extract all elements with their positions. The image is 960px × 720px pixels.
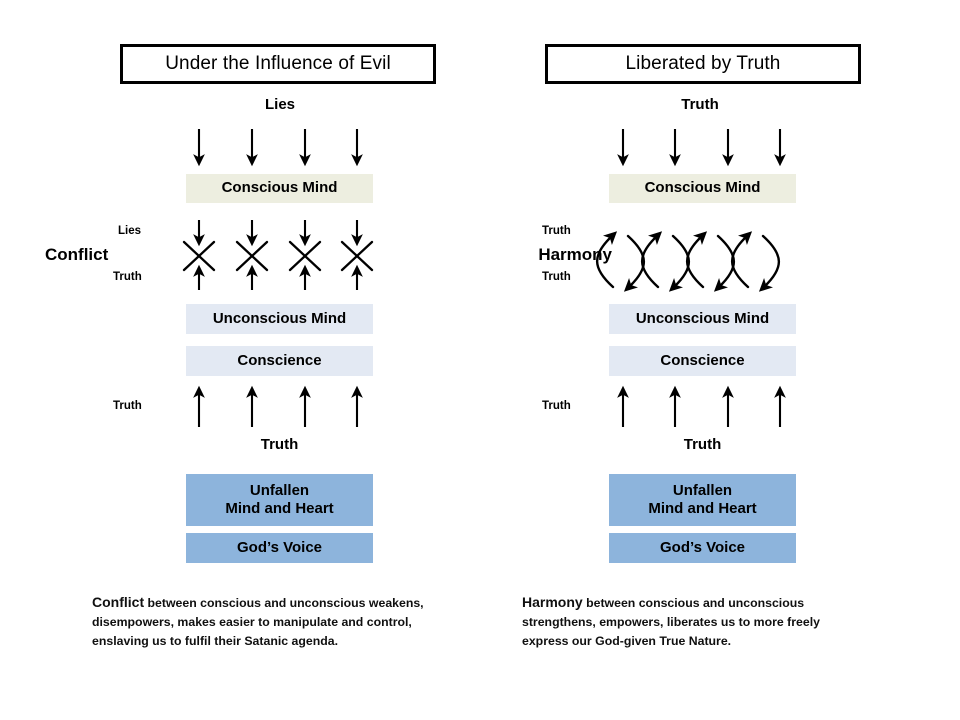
side-label-conflict: Conflict — [45, 245, 109, 264]
box-unconscious-mind-right: Unconscious Mind — [609, 304, 796, 334]
center-word-truth-left: Truth — [260, 436, 299, 453]
source-word-left: Lies — [264, 96, 295, 113]
side-label-harmony: Harmony — [538, 245, 612, 264]
mini-label-truth-lower-left: Truth — [113, 400, 142, 412]
caption-rest-right: between conscious and unconscious streng… — [522, 596, 820, 648]
box-unconscious-mind-left: Unconscious Mind — [186, 304, 373, 334]
center-word-truth-right: Truth — [683, 436, 722, 453]
unfallen-line2: Mind and Heart — [648, 500, 757, 517]
mini-label-lower-left: Truth — [113, 271, 142, 283]
unfallen-line2: Mind and Heart — [225, 500, 334, 517]
panel-title-right: Liberated by Truth — [545, 44, 861, 84]
box-conscience-left: Conscience — [186, 346, 373, 376]
source-word-right: Truth — [681, 96, 719, 113]
box-unfallen-mind-and-heart-left: Unfallen Mind and Heart — [186, 474, 373, 526]
caption-left: Conflict between conscious and unconscio… — [92, 592, 442, 651]
caption-right: Harmony between conscious and unconsciou… — [522, 592, 862, 651]
mini-label-upper-left: Lies — [118, 225, 142, 237]
panel-liberated-by-truth: Liberated by Truth Truth — [480, 0, 960, 720]
box-gods-voice-left: God’s Voice — [186, 533, 373, 563]
box-conscious-mind-left: Conscious Mind — [186, 174, 373, 203]
unfallen-line1: Unfallen — [249, 481, 310, 499]
panel-title-left: Under the Influence of Evil — [120, 44, 436, 84]
box-conscious-mind-right: Conscious Mind — [609, 174, 796, 203]
mini-label-truth-lower-right: Truth — [542, 400, 571, 412]
box-gods-voice-right: God’s Voice — [609, 533, 796, 563]
box-conscience-right: Conscience — [609, 346, 796, 376]
panel-under-influence-of-evil: Under the Influence of Evil Lies — [45, 44, 442, 651]
mini-label-lower-right: Truth — [542, 271, 571, 283]
mini-label-upper-right: Truth — [542, 225, 571, 237]
unfallen-line1: Unfallen — [672, 481, 733, 499]
box-unfallen-mind-and-heart-right: Unfallen Mind and Heart — [609, 474, 796, 526]
caption-rest-left: between conscious and unconscious weaken… — [92, 596, 424, 648]
caption-lead-left: Conflict — [92, 594, 145, 610]
caption-lead-right: Harmony — [522, 594, 583, 610]
